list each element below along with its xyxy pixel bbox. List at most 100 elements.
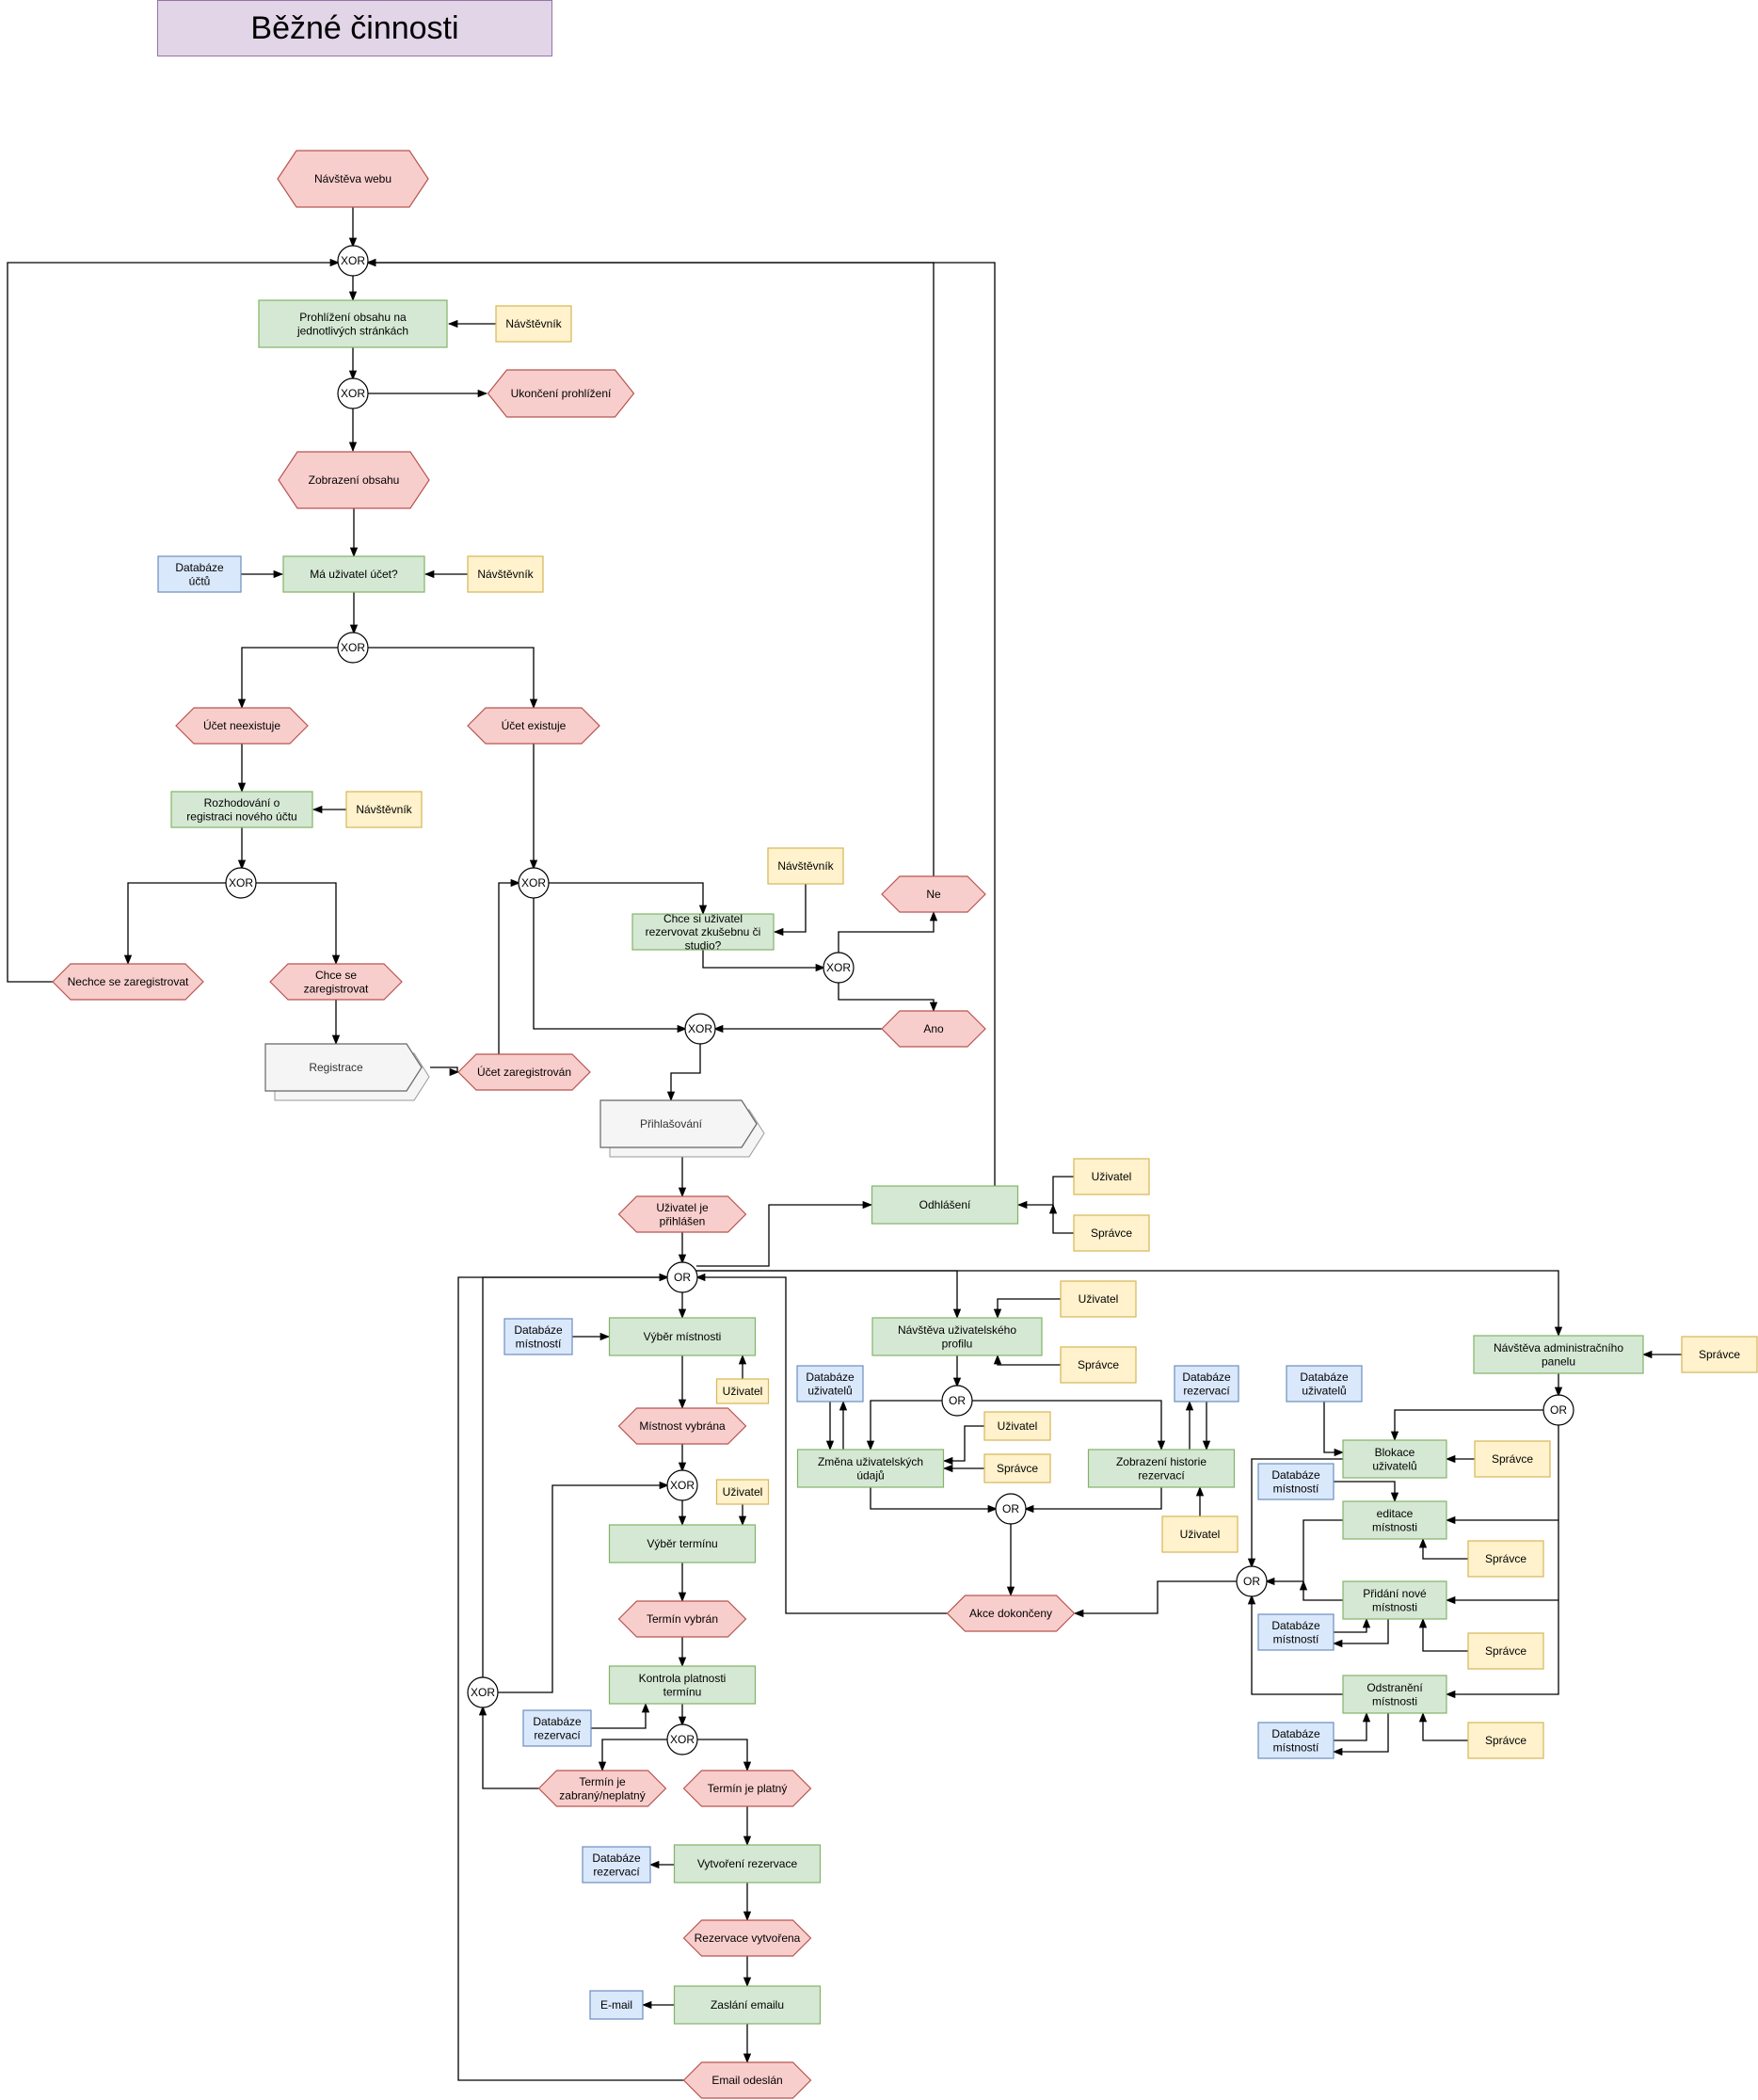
org-uzivatel-zmena-label: Uživatel bbox=[998, 1419, 1038, 1433]
or-admin-2: OR bbox=[1236, 1565, 1268, 1597]
org-spravce-odhl: Správce bbox=[1073, 1214, 1150, 1252]
fn-ma-ucet-label: Má uživatel účet? bbox=[310, 568, 398, 581]
ev-navsteva-webu: Návštěva webu bbox=[277, 150, 429, 208]
flow-arrow bbox=[237, 647, 339, 710]
fn-odhlaseni: Odhlášení bbox=[871, 1185, 1019, 1225]
org-spravce-prid: Správce bbox=[1467, 1632, 1544, 1670]
flow-arrow bbox=[993, 1298, 1061, 1320]
or-profil-label: OR bbox=[949, 1394, 966, 1407]
ev-termin-vybran-label: Termín vybrán bbox=[647, 1612, 718, 1626]
or-main-label: OR bbox=[674, 1271, 691, 1284]
org-uzivatel-zmena: Uživatel bbox=[983, 1411, 1051, 1441]
flow-arrow bbox=[838, 982, 938, 1013]
or-admin: OR bbox=[1542, 1394, 1574, 1426]
ev-ucet-zaregistrovan: Účet zaregistrován bbox=[457, 1053, 591, 1091]
org-uzivatel-mist-label: Uživatel bbox=[723, 1385, 763, 1398]
org-uzivatel-hist: Uživatel bbox=[1161, 1515, 1239, 1553]
flow-arrow bbox=[696, 1200, 873, 1267]
fn-zaslani: Zaslání emailu bbox=[673, 1985, 822, 2025]
fn-odhlaseni-label: Odhlášení bbox=[919, 1198, 971, 1211]
flow-arrow bbox=[598, 1739, 668, 1772]
xor-6: XOR bbox=[823, 952, 855, 984]
xor-9: XOR bbox=[666, 1723, 698, 1755]
diagram-title: Běžné činnosti bbox=[157, 0, 552, 56]
flow-arrow bbox=[1334, 1711, 1371, 1741]
xor-5: XOR bbox=[518, 867, 550, 899]
xor-3: XOR bbox=[337, 632, 369, 664]
or-profil-2-label: OR bbox=[1002, 1502, 1019, 1515]
org-navstevnik-4-label: Návštěvník bbox=[777, 859, 834, 873]
ev-mistnost-vybrana-label: Místnost vybrána bbox=[639, 1419, 726, 1433]
xor-2-label: XOR bbox=[341, 387, 365, 400]
ev-akce-dokonceny-label: Akce dokončeny bbox=[969, 1607, 1052, 1620]
org-uzivatel-mist: Uživatel bbox=[715, 1378, 770, 1404]
or-profil-2: OR bbox=[995, 1493, 1027, 1525]
ev-nechce-label: Nechce se zaregistrovat bbox=[68, 975, 189, 988]
ev-termin-vybran: Termín vybrán bbox=[617, 1600, 747, 1638]
proc-registrace-label: Registrace bbox=[309, 1061, 363, 1074]
flow-arrow bbox=[702, 950, 826, 972]
xor-8-label: XOR bbox=[670, 1479, 695, 1492]
org-navstevnik-1: Návštěvník bbox=[495, 305, 572, 343]
or-admin-2-label: OR bbox=[1243, 1575, 1260, 1588]
xor-10-label: XOR bbox=[471, 1686, 495, 1699]
flow-arrow bbox=[430, 1066, 460, 1077]
flow-arrow bbox=[365, 258, 935, 876]
flow-arrow bbox=[533, 897, 688, 1034]
xor-4-label: XOR bbox=[229, 876, 253, 890]
ev-rezervace-vytvorena-label: Rezervace vytvořena bbox=[695, 1932, 801, 1945]
flow-arrow bbox=[971, 1400, 1166, 1451]
flow-arrow bbox=[365, 258, 996, 1187]
flow-arrow bbox=[1247, 1594, 1343, 1695]
ev-termin-platny: Termín je platný bbox=[682, 1770, 812, 1807]
flow-arrow bbox=[367, 647, 538, 710]
ev-mistnost-vybrana: Místnost vybrána bbox=[617, 1407, 747, 1445]
flow-arrow bbox=[942, 1425, 984, 1466]
flow-arrow bbox=[1247, 1458, 1343, 1569]
flow-arrow bbox=[1264, 1519, 1343, 1586]
ev-ucet-existuje-label: Účet existuje bbox=[502, 718, 567, 732]
flow-arrow bbox=[497, 1481, 670, 1693]
ev-ucet-existuje: Účet existuje bbox=[467, 707, 600, 745]
org-uzivatel-term: Uživatel bbox=[715, 1479, 770, 1505]
fn-vyber-terminu-label: Výběr termínu bbox=[647, 1537, 717, 1550]
org-uzivatel-odhl-label: Uživatel bbox=[1092, 1170, 1132, 1183]
xor-1: XOR bbox=[337, 245, 369, 277]
ev-ucet-zaregistrovan-label: Účet zaregistrován bbox=[477, 1065, 571, 1079]
ev-zobrazeni: Zobrazení obsahu bbox=[278, 451, 430, 509]
flow-arrow bbox=[838, 910, 938, 954]
flow-arrow bbox=[695, 1273, 948, 1614]
data-email: E-mail bbox=[589, 1990, 644, 2020]
ev-ano: Ano bbox=[881, 1010, 986, 1048]
ev-ukonceni: Ukončení prohlížení bbox=[487, 369, 635, 418]
flow-arrow bbox=[1418, 1617, 1468, 1652]
org-navstevnik-2: Návštěvník bbox=[467, 555, 544, 593]
ev-rezervace-vytvorena: Rezervace vytvořena bbox=[682, 1919, 812, 1957]
org-uzivatel-odhl: Uživatel bbox=[1073, 1158, 1150, 1195]
org-navstevnik-3-label: Návštěvník bbox=[356, 803, 412, 816]
flow-arrow bbox=[123, 882, 227, 966]
fn-vyber-terminu: Výběr termínu bbox=[608, 1524, 757, 1563]
